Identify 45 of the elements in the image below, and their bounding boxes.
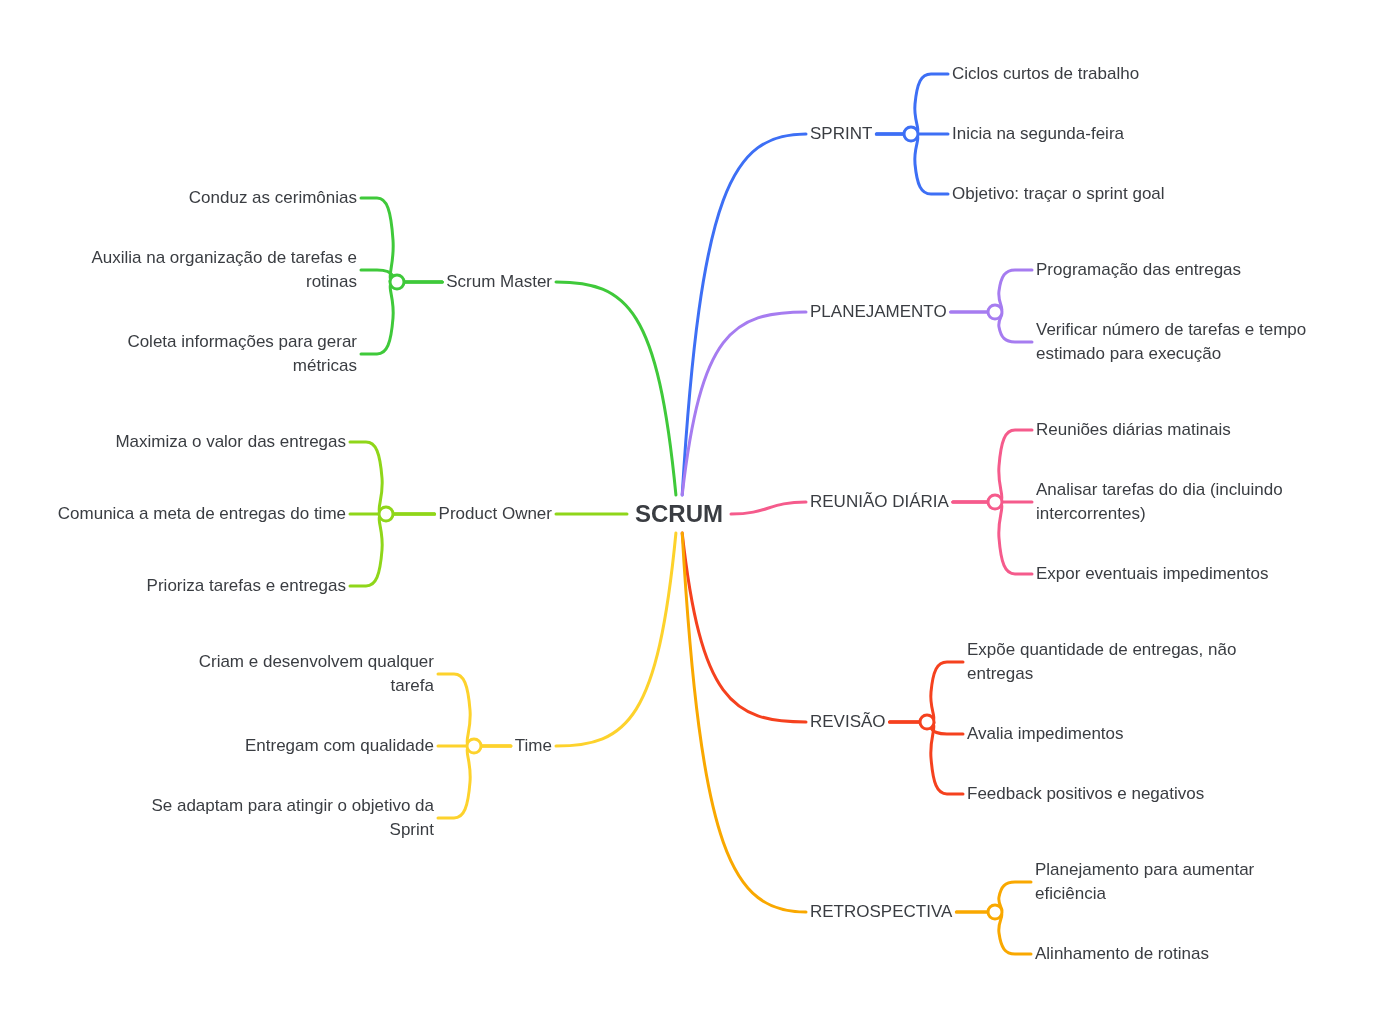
subtopic: Planejamento para aumentar eficiência [1031, 858, 1309, 906]
subtopic: Comunica a meta de entregas do time [42, 502, 350, 526]
subtopic: Criam e desenvolvem qualquer tarefa [150, 650, 438, 698]
connector [680, 310, 808, 497]
connector [554, 512, 629, 516]
connector [680, 531, 808, 914]
branch-topic: Product Owner [434, 502, 556, 526]
subtopic: Expor eventuais impedimentos [1032, 562, 1273, 586]
connector [348, 512, 437, 588]
branch-topic: Scrum Master [442, 270, 556, 294]
subtopic: Conduz as cerimônias [184, 186, 361, 210]
subtopic: Reuniões diárias matinais [1032, 418, 1235, 442]
subtopic: Maximiza o valor das entregas [111, 430, 350, 454]
connector [954, 910, 1033, 956]
connector [951, 500, 1034, 576]
subtopic: Feedback positivos e negativos [963, 782, 1209, 806]
branch-topic: PLANEJAMENTO [806, 300, 951, 324]
subtopic: Ciclos curtos de trabalho [948, 62, 1144, 86]
connector [554, 280, 678, 497]
connector [888, 720, 965, 796]
branch-topic: REUNIÃO DIÁRIA [806, 490, 953, 514]
branch-topic: REVISÃO [806, 710, 890, 734]
connector [949, 310, 1034, 344]
connector [359, 280, 444, 356]
subtopic: Objetivo: traçar o sprint goal [948, 182, 1169, 206]
subtopic: Alinhamento de rotinas [1031, 942, 1213, 966]
subtopic: Avalia impedimentos [963, 722, 1128, 746]
connector [729, 500, 808, 516]
subtopic: Verificar número de tarefas e tempo estimado para execução [1032, 318, 1330, 366]
subtopic: Auxilia na organização de tarefas e rotinas [43, 246, 361, 294]
branch-topic: Time [510, 734, 556, 758]
subtopic: Coleta informações para gerar métricas [78, 330, 361, 378]
branch-topic: RETROSPECTIVA [806, 900, 957, 924]
subtopic: Analisar tarefas do dia (incluindo intercorrentes) [1032, 478, 1340, 526]
subtopic: Se adaptam para atingir o objetivo da Sprint [125, 794, 438, 842]
subtopic: Entregam com qualidade [241, 734, 438, 758]
connector [874, 132, 950, 196]
subtopic: Programação das entregas [1032, 258, 1246, 282]
central-topic: SCRUM [627, 495, 731, 533]
subtopic: Expõe quantidade de entregas, não entregas [963, 638, 1261, 686]
subtopic: Prioriza tarefas e entregas [142, 574, 350, 598]
branch-topic: SPRINT [806, 122, 877, 146]
connector [554, 531, 678, 748]
connector [436, 744, 513, 820]
subtopic: Inicia na segunda-feira [948, 122, 1128, 146]
